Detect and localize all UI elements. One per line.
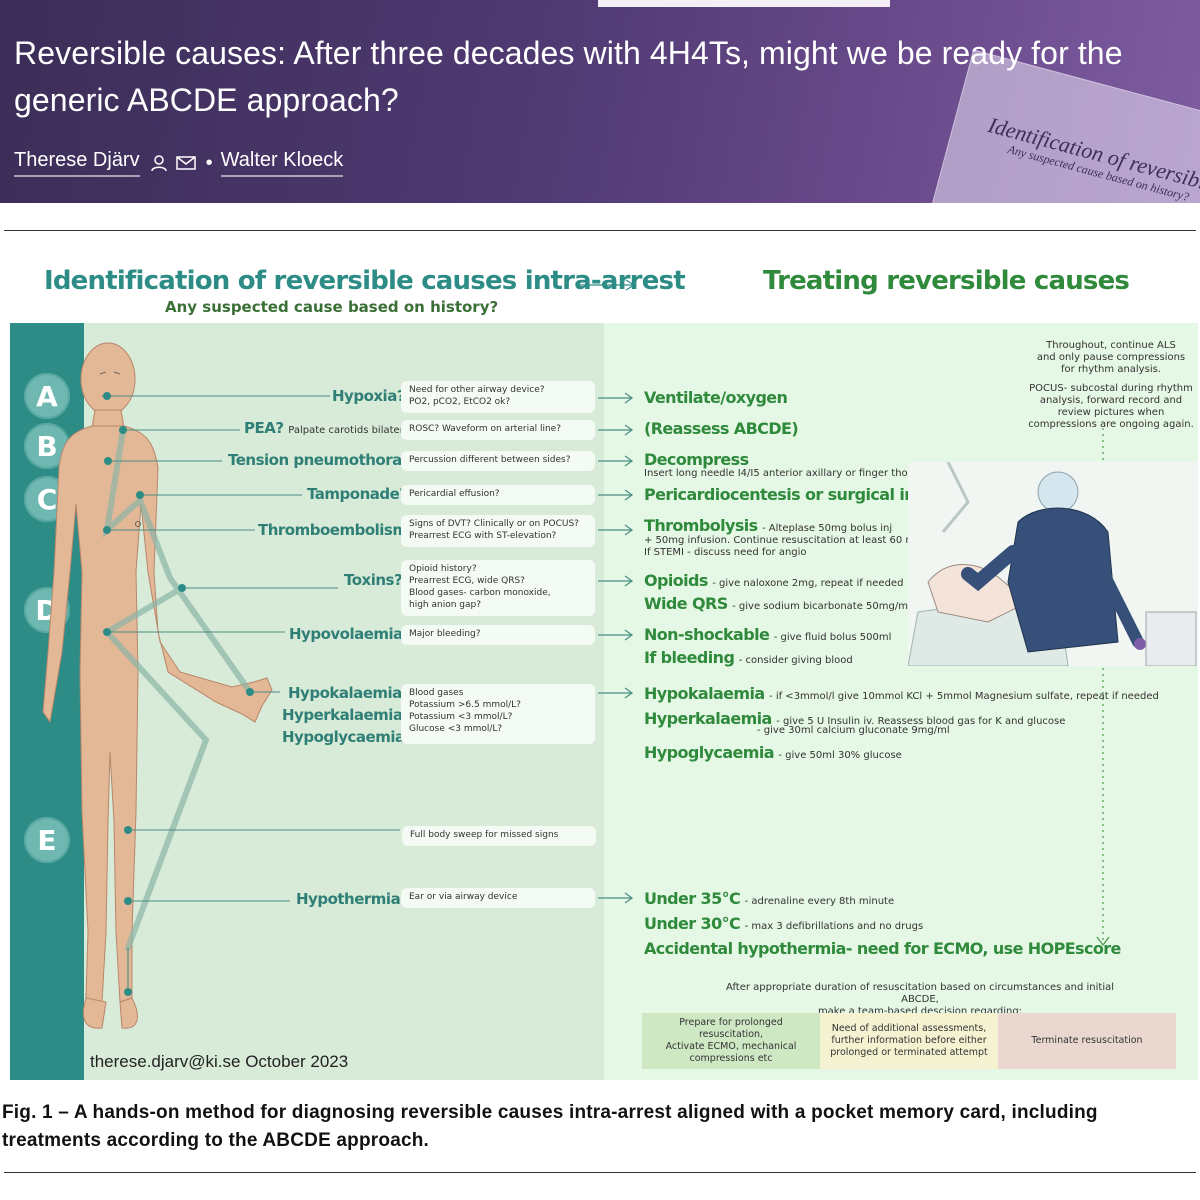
check-electrolytes: Blood gases Potassium >6.5 mmol/L? Potas…	[401, 684, 595, 744]
figure-left-subheading: Any suspected cause based on history?	[165, 298, 499, 316]
treatment-under-30-label: Under 30°C	[644, 914, 741, 933]
author-link-1[interactable]: Therese Djärv	[14, 149, 140, 177]
treatment-non-shockable-label: Non-shockable	[644, 625, 770, 644]
treatment-thrombolysis-infusion: + 50mg infusion. Continue resuscitation …	[644, 535, 946, 546]
clinician-illustration	[908, 462, 1198, 666]
treatment-hypoglycaemia: Hypoglycaemia - give 50ml 30% glucose	[644, 743, 902, 763]
figure-signature: therese.djarv@ki.se October 2023	[90, 1052, 349, 1071]
author-link-2[interactable]: Walter Kloeck	[220, 149, 344, 177]
treatment-thrombolysis-detail: - Alteplase 50mg bolus inj	[762, 523, 893, 534]
author-separator: •	[205, 151, 213, 174]
treatment-hypoglycaemia-detail: - give 50ml 30% glucose	[778, 750, 902, 761]
figure-caption: Fig. 1 – A hands-on method for diagnosin…	[2, 1102, 1098, 1151]
treatment-non-shockable: Non-shockable - give fluid bolus 500ml	[644, 625, 891, 645]
treatment-wide-qrs-label: Wide QRS	[644, 594, 728, 613]
als-note: Throughout, continue ALS and only pause …	[1036, 340, 1186, 375]
human-body-diagram	[42, 342, 1110, 1029]
treatment-non-shockable-detail: - give fluid bolus 500ml	[773, 632, 892, 643]
treatment-hyperkalaemia-calcium: - give 30ml calcium gluconate 9mg/ml	[757, 725, 950, 736]
active-tab-indicator	[598, 0, 890, 7]
arrow-right-icon	[578, 279, 636, 291]
author-list: Therese Djärv • Walter Kloeck	[14, 148, 344, 178]
treatment-decompress-label: Decompress	[644, 450, 749, 469]
treatment-opioids-detail: - give naloxone 2mg, repeat if needed	[712, 578, 904, 589]
cause-hypokalaemia: Hypokalaemia?	[288, 684, 411, 702]
cause-hypoxia: Hypoxia?	[332, 387, 406, 405]
cause-tension-pneumothorax: Tension pneumothorax?	[228, 451, 420, 469]
treatment-thrombolysis-stemi: If STEMI - discuss need for angio	[644, 547, 807, 558]
cause-tamponade: Tamponade?	[307, 485, 408, 503]
cause-hyperkalaemia: Hyperkalaemia?	[282, 706, 411, 724]
person-icon[interactable]	[150, 154, 168, 172]
figure-right-heading: Treating reversible causes	[763, 266, 1130, 296]
cause-pea-label: PEA?	[244, 419, 284, 437]
decision-note: After appropriate duration of resuscitat…	[725, 982, 1115, 1017]
check-hypothermia: Ear or via airway device	[401, 888, 595, 908]
treatment-hypoglycaemia-label: Hypoglycaemia	[644, 743, 775, 762]
treatment-reassess-label: (Reassess ABCDE)	[644, 419, 799, 438]
check-tension-pneumothorax: Percussion different between sides?	[401, 451, 595, 471]
treatment-accidental-hypothermia: Accidental hypothermia- need for ECMO, u…	[644, 939, 1121, 959]
check-thromboembolism: Signs of DVT? Clinically or on POCUS? Pr…	[401, 515, 595, 547]
abcde-letter-e: E	[24, 817, 70, 863]
cause-hypoglycaemia: Hypoglycaemia?	[282, 728, 413, 746]
treatment-wide-qrs: Wide QRS - give sodium bicarbonate 50mg/…	[644, 594, 946, 614]
pocus-note: POCUS- subcostal during rhythm analysis,…	[1028, 383, 1194, 430]
treatment-thrombolysis: Thrombolysis - Alteplase 50mg bolus inj	[644, 516, 892, 536]
treatment-opioids-label: Opioids	[644, 571, 708, 590]
treatment-hyperkalaemia-label: Hyperkalaemia	[644, 709, 772, 728]
treatment-hypokalaemia: Hypokalaemia - if <3mmol/l give 10mmol K…	[644, 684, 1159, 704]
outcome-additional-assessment: Need of additional assessments, further …	[820, 1013, 998, 1069]
check-toxins: Opioid history? Prearrest ECG, wide QRS?…	[401, 560, 595, 616]
check-hypovolaemia: Major bleeding?	[401, 625, 595, 645]
treatment-ventilate-label: Ventilate/oxygen	[644, 388, 788, 407]
article-title: Reversible causes: After three decades w…	[14, 35, 1123, 118]
treatment-under-35-detail: - adrenaline every 8th minute	[744, 896, 895, 907]
author-contact-icons	[150, 154, 196, 172]
figure-top-rule	[4, 230, 1196, 231]
mail-icon[interactable]	[175, 155, 196, 171]
outcome-prolonged-resuscitation: Prepare for prolonged resuscitation, Act…	[642, 1013, 820, 1069]
treatment-under-35: Under 35°C - adrenaline every 8th minute	[644, 889, 894, 909]
article-header: Identification of reversible causes intr…	[0, 0, 1200, 203]
treatment-under-30: Under 30°C - max 3 defibrillations and n…	[644, 914, 923, 934]
treatment-wide-qrs-detail: - give sodium bicarbonate 50mg/ml 200ml	[732, 601, 946, 612]
treatment-hyperkalaemia: Hyperkalaemia - give 5 U Insulin iv. Rea…	[644, 709, 1065, 729]
treatment-hypokalaemia-label: Hypokalaemia	[644, 684, 765, 703]
treatment-bleeding-detail: - consider giving blood	[738, 655, 853, 666]
treatment-under-30-detail: - max 3 defibrillations and no drugs	[744, 921, 924, 932]
check-pea: ROSC? Waveform on arterial line?	[401, 420, 595, 440]
treatment-bleeding: If bleeding - consider giving blood	[644, 648, 853, 668]
abcde-letter-a: A	[24, 373, 70, 419]
treatment-bleeding-label: If bleeding	[644, 648, 735, 667]
cause-thromboembolism: Thromboembolism?	[258, 521, 416, 539]
treatment-panel	[604, 323, 1198, 1080]
treatment-decompress-detail: Insert long needle I4/I5 anterior axilla…	[644, 468, 961, 479]
check-full-body-sweep: Full body sweep for missed signs	[402, 826, 596, 846]
cause-pea-detail: Palpate carotids bilaterally	[288, 425, 422, 436]
treatment-opioids: Opioids - give naloxone 2mg, repeat if n…	[644, 571, 903, 591]
figure-1: Identification of reversible causes intr…	[10, 232, 1198, 1082]
treatment-decompress: Decompress	[644, 450, 749, 470]
treatment-ventilate: Ventilate/oxygen	[644, 388, 788, 408]
cause-hypothermia: Hypothermia?	[296, 890, 409, 908]
treatment-under-35-label: Under 35°C	[644, 889, 741, 908]
outcome-terminate-resuscitation: Terminate resuscitation	[998, 1013, 1176, 1069]
cause-toxins: Toxins?	[344, 571, 403, 589]
treatment-hyperkalaemia-detail: - give 5 U Insulin iv. Reassess blood ga…	[776, 716, 1066, 727]
cause-hypovolaemia: Hypovolaemia?	[289, 625, 412, 643]
check-hypoxia: Need for other airway device? PO2, pCO2,…	[401, 381, 595, 413]
figure-left-heading: Identification of reversible causes intr…	[44, 266, 686, 296]
check-tamponade: Pericardial effusion?	[401, 485, 595, 505]
treatment-accidental-hypothermia-label: Accidental hypothermia- need for ECMO, u…	[644, 939, 1121, 958]
treatment-reassess: (Reassess ABCDE)	[644, 419, 799, 439]
figure-bottom-rule	[4, 1172, 1196, 1173]
treatment-thrombolysis-label: Thrombolysis	[644, 516, 758, 535]
treatment-hypokalaemia-detail: - if <3mmol/l give 10mmol KCl + 5mmol Ma…	[769, 691, 1159, 702]
cause-pea: PEA? Palpate carotids bilaterally	[244, 419, 421, 437]
resuscitation-illustration	[908, 462, 1198, 666]
